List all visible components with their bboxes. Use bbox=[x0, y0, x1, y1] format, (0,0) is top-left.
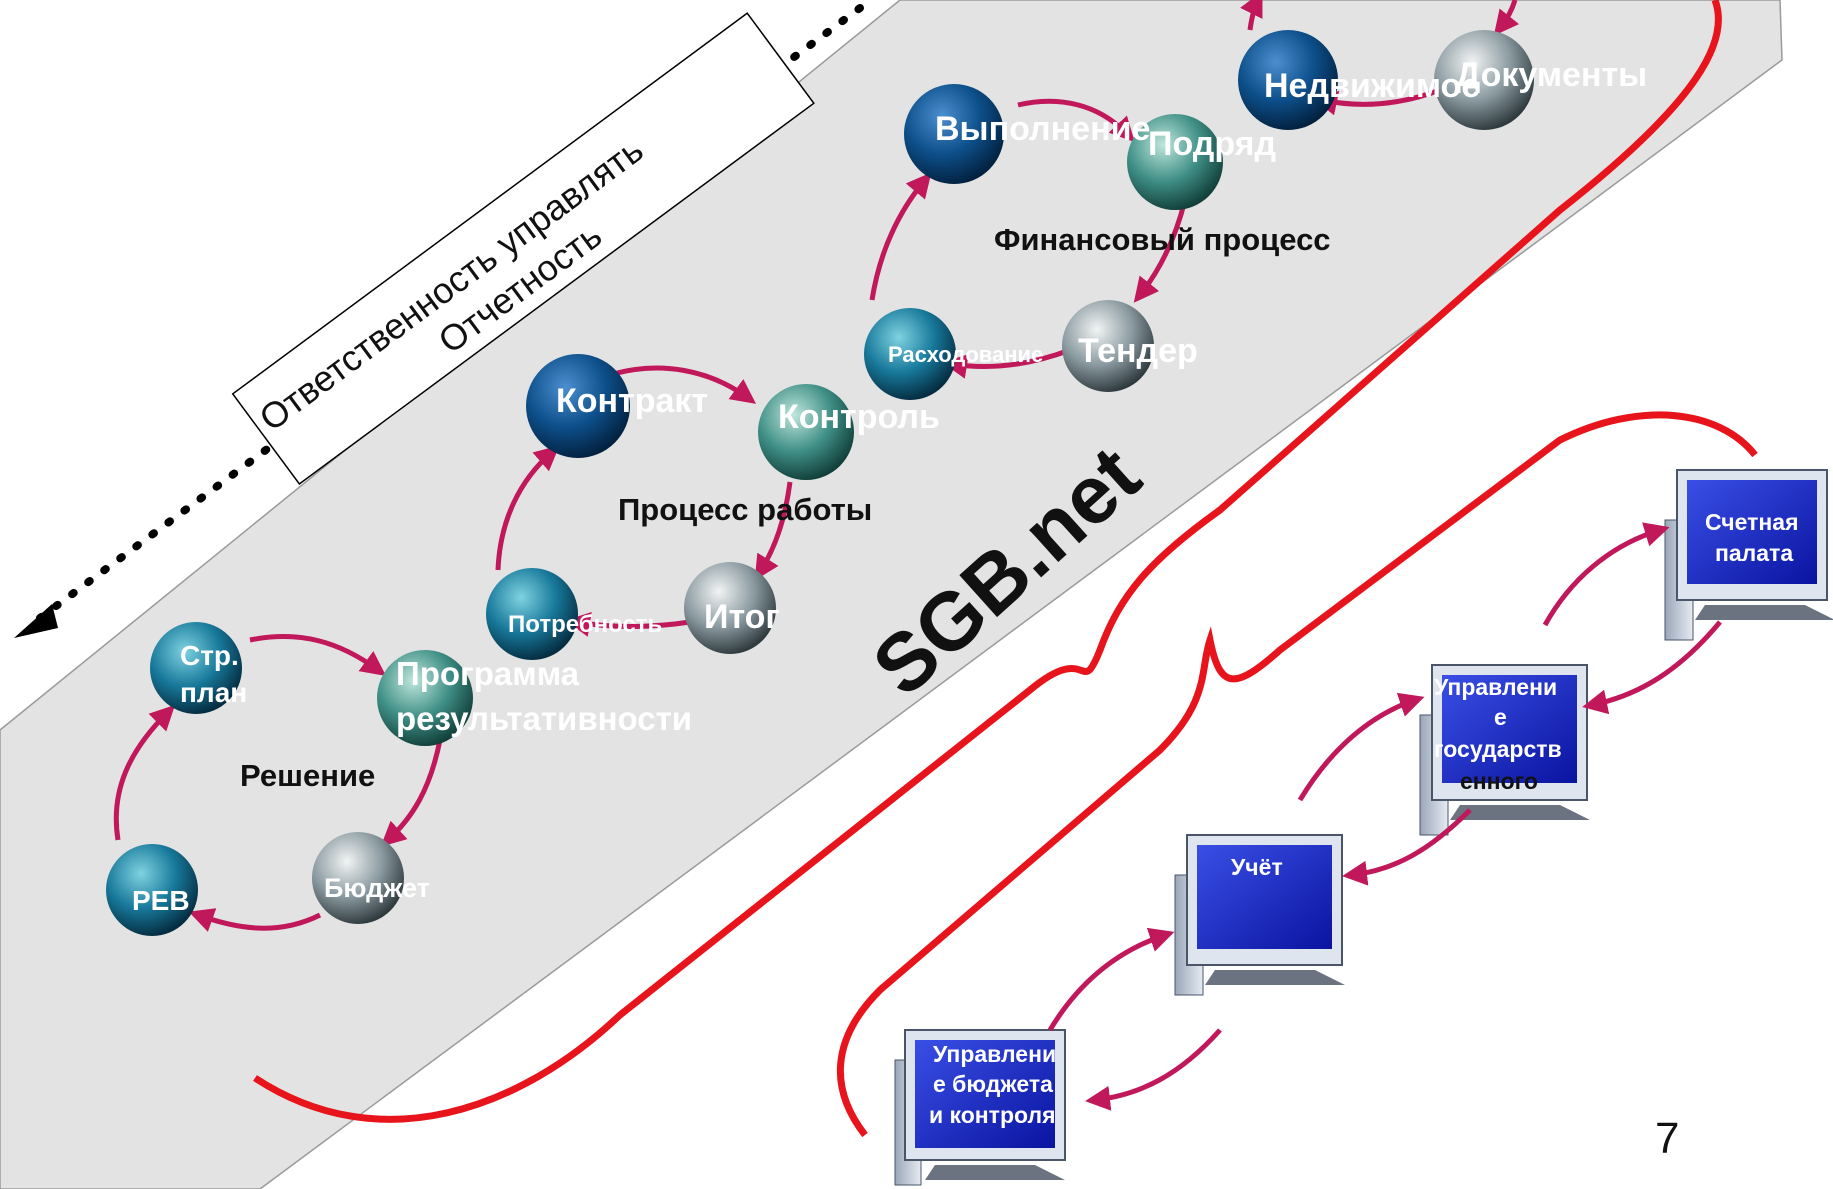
sphere-execution bbox=[904, 84, 1004, 184]
label-documents: Документы bbox=[1456, 56, 1647, 94]
sphere-need bbox=[486, 568, 578, 660]
label-tender: Тендер bbox=[1078, 332, 1198, 370]
label-strategic-plan-1: Стр. bbox=[180, 640, 239, 671]
arrow-audit-back bbox=[1582, 620, 1722, 715]
label-spending: Расходование bbox=[888, 342, 1043, 367]
process-arrows bbox=[113, 0, 1520, 932]
spheres bbox=[106, 30, 1534, 936]
sphere-result bbox=[684, 562, 776, 654]
arrow-contract-to-control bbox=[609, 365, 757, 404]
page-number: 7 bbox=[1655, 1114, 1679, 1163]
sphere-works bbox=[1127, 114, 1223, 210]
computer-budget-control: Управлени е бюджета и контроля bbox=[894, 1029, 1066, 1186]
arrow-control-to-result bbox=[754, 481, 793, 581]
arrow-plan-to-program bbox=[249, 634, 387, 676]
arrow-realestate-up bbox=[1240, 0, 1263, 31]
arrow-budget-ctrl-to-accounting bbox=[1047, 927, 1175, 1032]
label-control: Контроль bbox=[778, 398, 940, 436]
arrow-docs-to-realestate bbox=[1312, 87, 1441, 116]
label-need: Потребность bbox=[508, 611, 662, 638]
state-mgmt-label-4: енного bbox=[1460, 768, 1538, 794]
label-result: Итог bbox=[704, 598, 780, 636]
caption-work-process: Процесс работы bbox=[618, 492, 872, 527]
red-brace-lower bbox=[836, 411, 1758, 1138]
label-program-2: результативности bbox=[396, 700, 692, 737]
sphere-control bbox=[758, 384, 854, 480]
state-mgmt-label-3: государств bbox=[1434, 736, 1562, 762]
arrow-spending-to-execution bbox=[869, 172, 932, 301]
sphere-reb bbox=[106, 844, 198, 936]
budget-ctrl-label-1: Управлени bbox=[933, 1041, 1056, 1067]
label-reb: PEB bbox=[132, 885, 190, 916]
arrow-to-docs bbox=[1493, 0, 1520, 36]
sphere-contract bbox=[526, 354, 630, 458]
arrow-budget-to-reb bbox=[188, 908, 322, 932]
arrow-state-back bbox=[1342, 808, 1472, 886]
audit-label-1: Счетная bbox=[1705, 509, 1799, 535]
red-brace-upper bbox=[253, 0, 1722, 1123]
audit-label-2: палата bbox=[1715, 540, 1793, 566]
accounting-label: Учёт bbox=[1231, 854, 1283, 880]
label-program-1: Программа bbox=[396, 655, 580, 692]
arrow-tender-to-spending bbox=[942, 347, 1071, 379]
sphere-program bbox=[377, 650, 473, 746]
arrow-need-to-contract bbox=[495, 445, 560, 571]
label-strategic-plan-2: план bbox=[180, 677, 247, 708]
arrow-execution-to-works bbox=[1017, 98, 1135, 143]
caption-decision: Решение bbox=[240, 758, 375, 793]
arrow-result-to-need bbox=[565, 612, 691, 637]
sphere-spending bbox=[864, 308, 956, 400]
sphere-budget bbox=[312, 832, 404, 924]
process-band bbox=[0, 0, 1783, 1189]
caption-financial-process: Финансовый процесс bbox=[994, 222, 1331, 257]
arrow-program-to-budget bbox=[380, 739, 443, 847]
arrow-works-to-tender bbox=[1133, 199, 1188, 303]
network-arrows bbox=[1047, 522, 1722, 1111]
sphere-documents bbox=[1434, 30, 1534, 130]
budget-ctrl-label-3: и контроля bbox=[929, 1102, 1056, 1128]
label-works: Подряд bbox=[1148, 125, 1276, 163]
dotted-arrow-head bbox=[14, 604, 58, 638]
computer-audit-chamber: Счетная палата bbox=[1664, 469, 1833, 641]
sphere-real-estate bbox=[1238, 30, 1338, 130]
computer-accounting: Учёт bbox=[1174, 834, 1345, 996]
state-mgmt-label-2: е bbox=[1494, 704, 1507, 730]
arrow-state-to-audit bbox=[1542, 522, 1670, 627]
label-contract: Контракт bbox=[556, 382, 708, 420]
computer-state-management: Управлени е государств енного bbox=[1419, 664, 1590, 836]
arrow-accounting-to-state bbox=[1297, 692, 1425, 802]
label-execution: Выполнение bbox=[935, 110, 1150, 148]
node-labels: PEB Стр. план Программа результативности… bbox=[132, 56, 1647, 916]
label-real-estate: Недвижимое bbox=[1264, 67, 1480, 105]
sphere-strategic-plan bbox=[150, 622, 242, 714]
budget-ctrl-label-2: е бюджета bbox=[933, 1071, 1053, 1097]
state-mgmt-label-1: Управлени bbox=[1434, 674, 1557, 700]
label-budget: Бюджет bbox=[324, 873, 430, 903]
arrow-accounting-back bbox=[1085, 1028, 1222, 1111]
sphere-tender bbox=[1062, 300, 1154, 392]
arrow-reb-to-plan bbox=[113, 704, 176, 841]
